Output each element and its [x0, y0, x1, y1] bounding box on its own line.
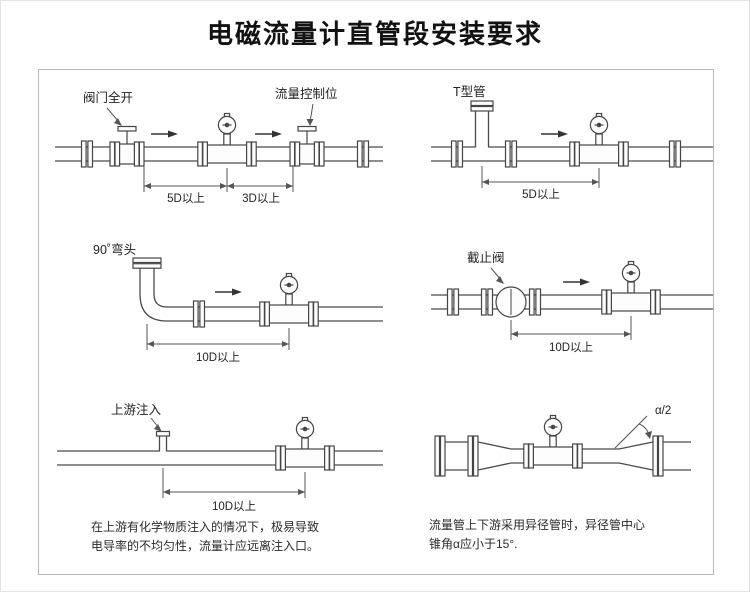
- valve-open-label: 阀门全开: [83, 90, 133, 105]
- elbow-diagram: 90˚弯头: [93, 242, 383, 364]
- dim-3d-label: 3D以上: [242, 192, 280, 205]
- dim-5d-label: 5D以上: [167, 192, 205, 205]
- control-position-label: 流量控制位: [275, 86, 338, 101]
- leader-line: [490, 267, 504, 284]
- dimension-lines: [481, 166, 600, 188]
- panel-elbow: 90˚弯头: [47, 234, 423, 400]
- dimension-lines: [162, 468, 306, 498]
- leader-line: [106, 107, 122, 126]
- flange-pair: [480, 288, 494, 316]
- caption-line: 锥角α应小于15°.: [429, 536, 518, 551]
- flowmeter: [259, 272, 319, 327]
- flange-pair: [450, 140, 464, 168]
- t-branch: [470, 100, 494, 147]
- flowmeter: [569, 112, 629, 167]
- reducer-diagram: α/2: [434, 405, 691, 477]
- angle-annotation: [614, 415, 652, 449]
- elbow-label: 90˚弯头: [93, 242, 136, 257]
- diagram-box: 阀门全开 流量控制位: [38, 69, 714, 575]
- reducer-caption: 流量管上下游采用异径管时，异径管中心 锥角α应小于15°.: [429, 516, 719, 553]
- flowmeter: [197, 112, 257, 167]
- valve-open-diagram: 阀门全开 流量控制位: [55, 86, 383, 205]
- leader-line: [306, 103, 314, 126]
- flange-pair: [528, 288, 542, 316]
- panel-reducer: α/2 流量管上下游采用异径管时，异径管中心 锥角α应小于15°.: [423, 400, 719, 574]
- flange-pair: [80, 140, 94, 168]
- flow-arrow: [541, 130, 568, 138]
- page-title: 电磁流量计直管段安装要求: [206, 19, 543, 49]
- caption-line: 电导率的不均匀性，流量计应远离注入口。: [91, 538, 320, 553]
- dimension-lines: [510, 316, 632, 340]
- flow-arrow: [215, 288, 242, 296]
- caption-line: 在上游有化学物质注入的情况下，极易导致: [91, 520, 320, 534]
- panel-t-pipe: T型管 5D以上: [423, 82, 719, 234]
- dim-10d-label: 10D以上: [549, 341, 593, 354]
- t-pipe-label: T型管: [453, 84, 486, 99]
- pipe: [431, 294, 713, 310]
- flange-pair: [356, 140, 370, 168]
- flowmeter: [523, 414, 583, 469]
- flange-pair: [446, 288, 460, 316]
- leader-line: [150, 417, 162, 432]
- dim-10d-label: 10D以上: [196, 351, 240, 364]
- flange-pair: [668, 140, 682, 168]
- panel-injection: 上游注入 10D以上 在上游有化学物质注入的情况下，极: [47, 400, 423, 574]
- injection-label: 上游注入: [111, 402, 162, 417]
- elbow-pipe: [132, 257, 383, 322]
- flange-pair: [504, 140, 518, 168]
- t-pipe-diagram: T型管 5D以上: [431, 84, 713, 201]
- panel-stop-valve: 截止阀 10D: [423, 234, 719, 400]
- dim-10d-label: 10D以上: [212, 500, 256, 513]
- caption-line: 流量管上下游采用异径管时，异径管中心: [429, 518, 646, 532]
- flowmeter: [601, 260, 661, 315]
- stop-valve-label: 截止阀: [467, 251, 505, 265]
- flowmeter: [275, 416, 335, 471]
- dimension-lines: [146, 324, 290, 350]
- injection-diagram: 上游注入 10D以上: [57, 402, 383, 513]
- injection-nozzle: [155, 430, 171, 451]
- flange-pair: [192, 300, 206, 328]
- dim-5d-label: 5D以上: [522, 188, 560, 201]
- panel-grid: 阀门全开 流量控制位: [39, 70, 713, 574]
- flow-arrow: [563, 278, 590, 286]
- dimension-lines: [143, 166, 294, 192]
- stop-valve-body: [495, 286, 527, 318]
- flow-arrow: [255, 130, 282, 138]
- control-valve: [289, 125, 325, 167]
- injection-caption: 在上游有化学物质注入的情况下，极易导致 电导率的不均匀性，流量计应远离注入口。: [91, 518, 423, 555]
- gate-valve: [109, 125, 145, 167]
- angle-label: α/2: [655, 405, 671, 417]
- flow-arrow: [151, 130, 178, 138]
- panel-valve-open: 阀门全开 流量控制位: [47, 82, 423, 234]
- stop-valve-diagram: 截止阀 10D: [431, 251, 713, 354]
